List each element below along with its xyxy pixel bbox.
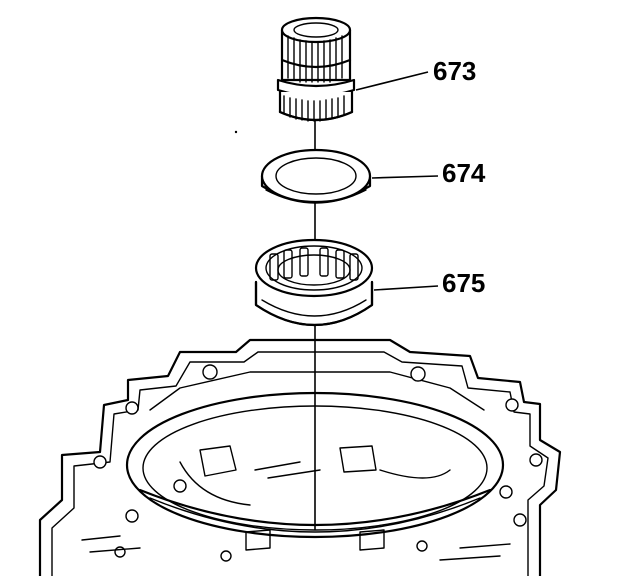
leader-line-673 <box>355 71 429 91</box>
thrust-washer <box>260 148 372 204</box>
roller-bearing <box>254 238 374 327</box>
callout-label-673: 673 <box>433 56 476 86</box>
transmission-case <box>38 338 562 576</box>
gear-shaft <box>276 16 356 122</box>
leader-line-674 <box>371 175 439 179</box>
speck <box>234 130 238 134</box>
callout-label-675: 675 <box>442 268 485 298</box>
leader-line-675 <box>373 285 439 291</box>
callout-label-674: 674 <box>442 158 486 188</box>
bolt-holes <box>93 364 543 562</box>
